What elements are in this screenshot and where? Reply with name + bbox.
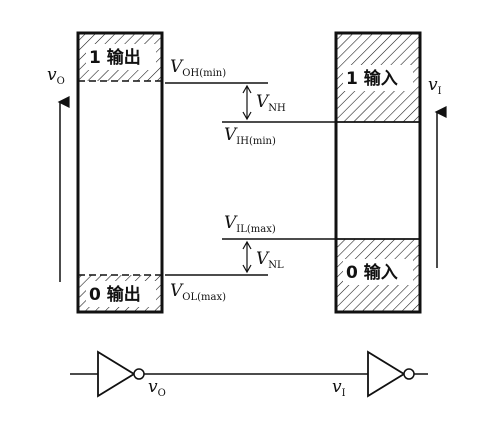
vnl-label: VNL [256,249,284,271]
voh-min-label: VOH(min) [170,57,226,79]
inverter-gate-right [367,350,406,398]
output-high-label: 1 输出 [89,47,141,68]
inverter-bubble-right [403,368,415,380]
vol-max-label: VOL(max) [170,281,226,303]
vih-min-label: VIH(min) [224,125,276,147]
inverter-gate-left [97,350,136,398]
output-low-label: 0 输出 [89,284,141,305]
high-noise-margin-arrow [242,84,252,121]
output-column-box [76,31,164,314]
circuit-vi-label: vI [332,377,346,399]
output-column: 1 输出 0 输出 [76,31,164,314]
input-low-label: 0 输入 [346,262,398,283]
input-column: 1 输入 0 输入 [334,31,422,314]
circuit-vo-label: vO [148,377,166,399]
inverter-circuit [70,350,428,398]
output-axis-label: vO [47,65,65,87]
low-noise-margin-arrow [242,240,252,274]
inverter-bubble-left [133,368,145,380]
vil-max-label: VIL(max) [224,213,276,235]
input-high-label: 1 输入 [346,68,398,89]
input-column-box [334,31,422,314]
vnh-label: VNH [256,92,286,114]
input-axis-label: vI [428,75,442,97]
